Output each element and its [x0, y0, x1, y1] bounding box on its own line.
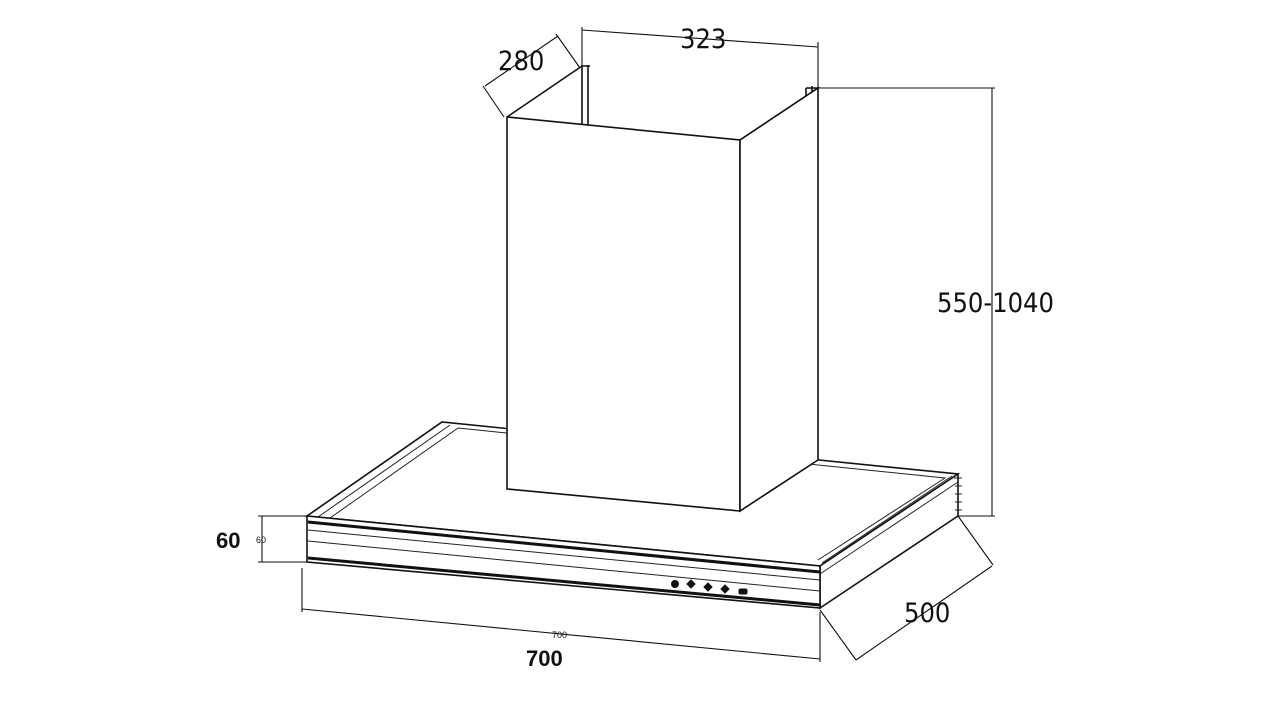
light-button-icon — [738, 588, 748, 595]
dim-hood-width: 700 700 — [301, 568, 821, 671]
power-button-icon — [671, 580, 679, 588]
dim-hood-width-label: 700 — [526, 646, 563, 671]
chimney-right-face — [739, 86, 819, 513]
dim-chimney-width-label: 323 — [680, 24, 726, 55]
chimney — [506, 65, 821, 513]
dim-hood-height-label: 60 — [216, 528, 240, 553]
dim-hood-width-small: 700 — [552, 630, 567, 640]
dim-chimney-height: 550-1040 — [818, 87, 1054, 517]
fan-button-icon — [720, 584, 730, 594]
control-panel — [671, 579, 748, 595]
dim-hood-depth: 500 — [819, 515, 994, 661]
dim-chimney-width: 323 — [581, 24, 819, 88]
dim-hood-depth-label: 500 — [904, 598, 950, 629]
dim-chimney-height-label: 550-1040 — [937, 288, 1054, 319]
dim-chimney-depth: 280 — [482, 33, 581, 118]
hood-front-trim-bottom — [307, 556, 821, 607]
dim-chimney-depth-label: 280 — [498, 46, 544, 77]
fan-button-icon — [703, 582, 713, 592]
dim-hood-height: 60 60 — [216, 515, 307, 563]
dim-hood-height-small: 60 — [256, 535, 266, 545]
hood-front-trim-top — [307, 520, 821, 574]
wall-bracket — [954, 477, 962, 511]
fan-button-icon — [686, 579, 696, 589]
chimney-front-face — [506, 116, 741, 512]
